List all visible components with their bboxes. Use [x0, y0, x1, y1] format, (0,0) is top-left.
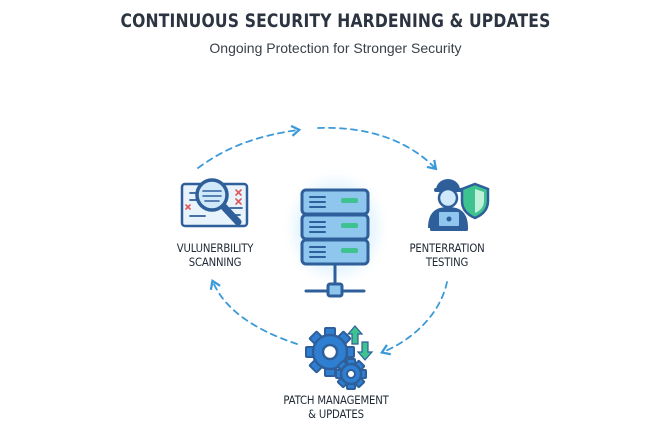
label-testing-line1: PENTERRATION	[409, 241, 485, 255]
arrow-patch-to-scan	[209, 278, 298, 345]
label-patch-line1: PATCH MANAGEMENT	[283, 393, 389, 407]
label-patch-line2: & UPDATES	[308, 407, 364, 421]
gears-sync-icon	[305, 325, 374, 390]
label-penetration-testing: PENTERRATION TESTING	[390, 241, 504, 269]
label-scanning-line2: SCANNING	[188, 255, 242, 269]
label-testing-line2: TESTING	[425, 255, 469, 269]
hacker-laptop-shield-icon	[428, 179, 490, 231]
cycle-arrows	[197, 124, 448, 356]
magnifier-document-icon	[180, 178, 249, 228]
label-scanning-line1: VULUNERBILITY	[176, 241, 254, 255]
label-patch-management: PATCH MANAGEMENT & UPDATES	[266, 393, 407, 421]
page-subtitle: Ongoing Protection for Stronger Security	[209, 40, 462, 56]
arrow-scan-to-top	[197, 124, 302, 169]
arrow-top-to-testing	[317, 126, 438, 171]
label-vulnerability-scanning: VULUNERBILITY SCANNING	[158, 241, 272, 269]
sync-arrows-icon	[346, 325, 374, 361]
page-title: CONTINUOUS SECURITY HARDENING & UPDATES	[120, 10, 551, 32]
arrow-testing-to-patch	[379, 281, 448, 356]
server-rack-icon	[280, 166, 392, 298]
